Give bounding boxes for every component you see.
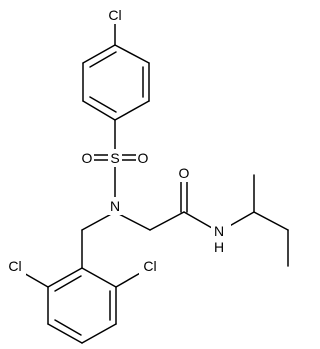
bond-ring-cl-left bbox=[21, 271, 49, 288]
bond-ring-bottom-double bbox=[54, 319, 82, 336]
bond-ring-cl-right bbox=[115, 271, 143, 288]
bond-co-nh bbox=[183, 211, 213, 229]
bond-ring-top bbox=[82, 100, 116, 121]
atom-s: S bbox=[110, 150, 119, 166]
chemical-structure-diagram: Cl S O O N O N H Cl Cl bbox=[4, 6, 289, 344]
bond-ring-top-double bbox=[89, 51, 117, 68]
bond-ring-bottom bbox=[47, 267, 83, 288]
bond-ch-ethyl bbox=[253, 211, 289, 231]
bond-ring-top-double bbox=[89, 96, 117, 113]
bond-ring-bottom bbox=[81, 267, 117, 288]
bond-ring-bottom bbox=[47, 323, 83, 344]
atom-o-carbonyl: O bbox=[179, 165, 190, 181]
atom-o-right: O bbox=[138, 150, 149, 166]
bond-ch2-co bbox=[149, 211, 185, 231]
atom-n-sulfonamide: N bbox=[110, 198, 120, 214]
bond-ring-bottom bbox=[81, 323, 117, 344]
atom-labels: Cl S O O N O N H Cl Cl bbox=[4, 6, 231, 275]
bond-ring-top bbox=[114, 44, 150, 64]
atom-h-amide: H bbox=[214, 239, 224, 255]
bond-ring-top bbox=[114, 100, 150, 121]
atom-cl-right: Cl bbox=[143, 258, 156, 274]
atom-n-amide: N bbox=[214, 223, 224, 239]
atom-cl-left: Cl bbox=[8, 258, 21, 274]
atom-o-left: O bbox=[82, 150, 93, 166]
bond-ring-bottom-double bbox=[54, 275, 82, 292]
bond-ring-top bbox=[82, 44, 116, 64]
atom-cl-top: Cl bbox=[108, 7, 121, 23]
bonds bbox=[21, 23, 289, 344]
